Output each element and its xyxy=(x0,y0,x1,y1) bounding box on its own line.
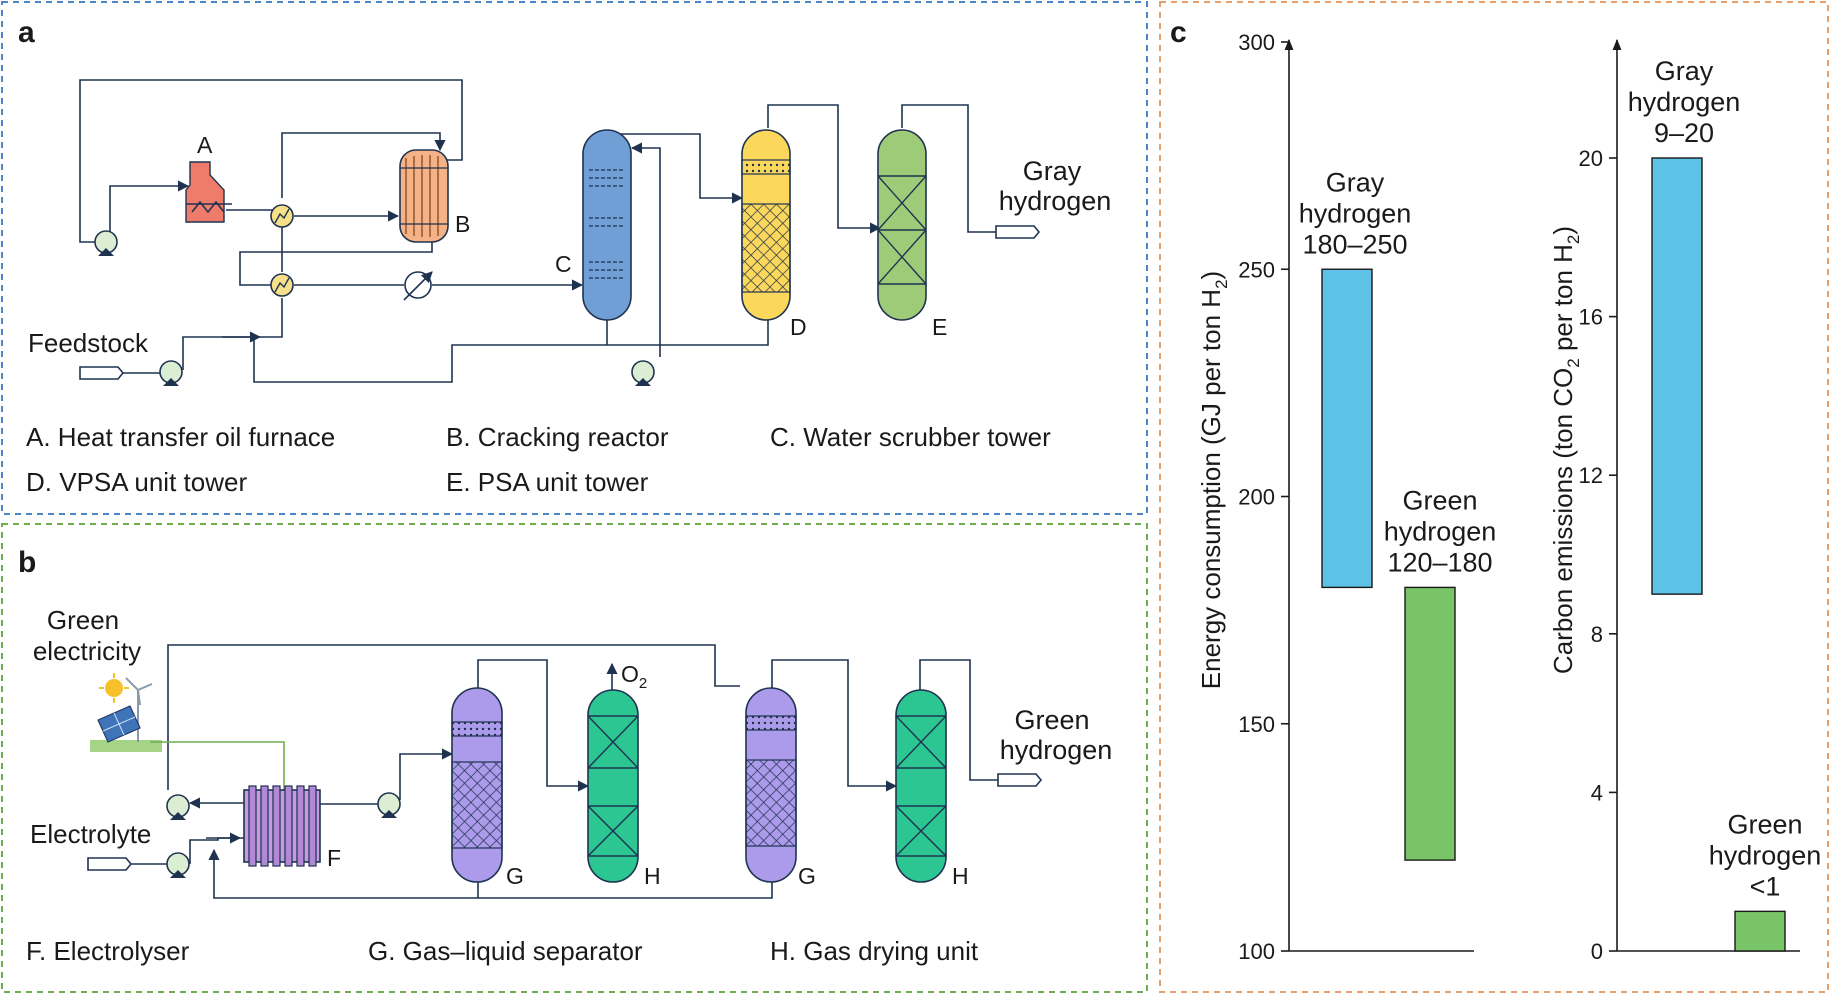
range-bar xyxy=(1734,910,1786,952)
unit-a-label: A xyxy=(197,132,213,158)
bar-value-label: hydrogen xyxy=(1299,198,1412,228)
pump-icon xyxy=(166,794,190,820)
panel-a-letter: a xyxy=(18,16,35,49)
bar-value-label: hydrogen xyxy=(1628,87,1741,117)
y-tick-label: 300 xyxy=(1238,30,1275,55)
y-tick-label: 150 xyxy=(1238,712,1275,737)
range-bar xyxy=(1404,586,1456,861)
range-bar xyxy=(1651,157,1703,595)
bar-value-label: Green xyxy=(1402,485,1477,515)
bar-value-label: Green xyxy=(1727,809,1802,839)
legend-b-item: F. Electrolyser xyxy=(26,936,190,966)
scrubber-tower-icon xyxy=(582,129,632,321)
y-tick-label: 20 xyxy=(1579,146,1603,171)
bar-value-label: 9–20 xyxy=(1654,118,1714,148)
cooler-icon xyxy=(403,271,433,301)
unit-g2-label: G xyxy=(798,863,816,889)
y-tick-label: 100 xyxy=(1238,939,1275,964)
electrolyte-label: Electrolyte xyxy=(30,819,151,849)
legend-a-item: A. Heat transfer oil furnace xyxy=(26,422,335,452)
psa-tower-icon xyxy=(877,129,927,321)
y-tick-label: 200 xyxy=(1238,485,1275,510)
y-axis-label: Carbon emissions (ton CO2 per ton H2) xyxy=(1548,226,1583,674)
green-hydrogen-outlet-icon xyxy=(997,773,1043,787)
legend-b-item: G. Gas–liquid separator xyxy=(368,936,643,966)
range-bar xyxy=(1321,268,1373,589)
legend-a-item: C. Water scrubber tower xyxy=(770,422,1051,452)
panel-c-border xyxy=(1159,1,1829,993)
y-axis-label: Energy consumption (GJ per ton H2) xyxy=(1196,271,1231,689)
oxygen-label: O2 xyxy=(621,661,647,692)
pump-icon xyxy=(377,792,401,818)
legend-b-item: H. Gas drying unit xyxy=(770,936,979,966)
green-electricity-label-1: Green xyxy=(47,605,119,635)
y-tick-label: 250 xyxy=(1238,257,1275,282)
y-tick-label: 4 xyxy=(1591,780,1603,805)
electrolyser-icon xyxy=(243,785,321,867)
feedstock-inlet-icon xyxy=(79,366,160,380)
electrolyte-pump-icon xyxy=(166,852,190,878)
bar-value-label: Gray xyxy=(1655,56,1714,86)
furnace-icon xyxy=(185,161,232,223)
gray-hydrogen-label-2: hydrogen xyxy=(999,186,1112,216)
panel-a-border xyxy=(1,1,1148,515)
y-tick-label: 12 xyxy=(1579,463,1603,488)
feed-pump-icon xyxy=(159,360,183,386)
unit-e-label: E xyxy=(932,314,947,340)
panel-b-border xyxy=(1,523,1148,993)
unit-h1-label: H xyxy=(644,863,661,889)
unit-h2-label: H xyxy=(952,863,969,889)
legend-a-item: B. Cracking reactor xyxy=(446,422,669,452)
pump-icon xyxy=(94,230,118,256)
gas-liquid-separator-icon xyxy=(745,687,797,883)
panel-a-pipes xyxy=(79,79,998,383)
gas-liquid-separator-icon xyxy=(451,687,503,883)
heat-exchanger-icon xyxy=(270,273,294,297)
panel-b-letter: b xyxy=(18,546,36,579)
unit-b-label: B xyxy=(455,211,470,237)
panel-c-letter: c xyxy=(1170,16,1187,49)
green-hydrogen-label-2: hydrogen xyxy=(1000,735,1113,765)
y-tick-label: 16 xyxy=(1579,305,1603,330)
heat-exchanger-icon xyxy=(270,204,294,228)
cracking-reactor-icon xyxy=(399,149,449,243)
legend-a-item: E. PSA unit tower xyxy=(446,467,649,497)
bar-value-label: hydrogen xyxy=(1709,840,1822,870)
vpsa-tower-icon xyxy=(741,129,791,321)
legend-a-item: D. VPSA unit tower xyxy=(26,467,247,497)
green-electricity-label-2: electricity xyxy=(33,636,141,666)
unit-d-label: D xyxy=(790,314,807,340)
bar-value-label: 180–250 xyxy=(1302,229,1407,259)
gray-hydrogen-label-1: Gray xyxy=(1023,156,1082,186)
feedstock-label: Feedstock xyxy=(28,328,149,358)
return-pump-icon xyxy=(631,360,655,386)
gray-hydrogen-outlet-icon xyxy=(995,225,1041,239)
unit-g1-label: G xyxy=(506,863,524,889)
bar-value-label: 120–180 xyxy=(1387,547,1492,577)
gas-drying-unit-icon xyxy=(587,689,639,883)
bar-value-label: <1 xyxy=(1750,871,1781,901)
unit-f-label: F xyxy=(327,845,341,871)
solar-wind-icon xyxy=(90,673,162,752)
bar-value-label: Gray xyxy=(1326,167,1385,197)
unit-c-label: C xyxy=(555,251,572,277)
bar-value-label: hydrogen xyxy=(1384,516,1497,546)
gas-drying-unit-icon xyxy=(895,689,947,883)
y-tick-label: 0 xyxy=(1591,939,1603,964)
green-hydrogen-label-1: Green xyxy=(1014,705,1089,735)
panel-b-pipes xyxy=(150,644,998,899)
electrolyte-inlet-icon xyxy=(87,857,167,871)
y-tick-label: 8 xyxy=(1591,622,1603,647)
